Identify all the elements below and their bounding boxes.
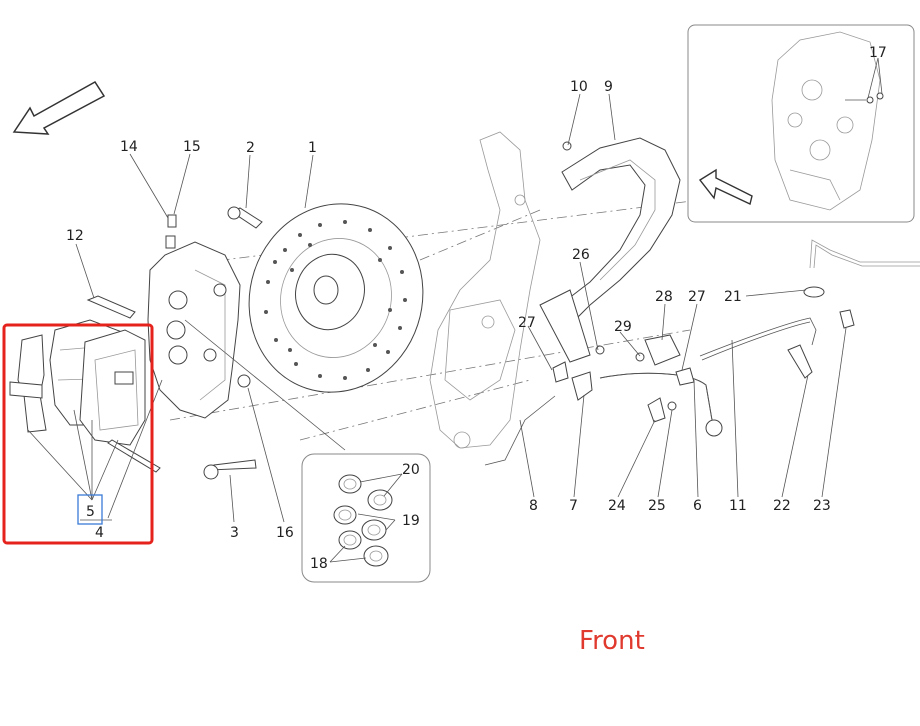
pad-highlight-box <box>2 323 154 545</box>
part-labels: 1 2 14 15 12 10 9 17 26 28 27 21 27 29 8… <box>66 45 887 572</box>
brake-pad-assembly <box>9 295 161 473</box>
part-label-1[interactable]: 1 <box>308 140 317 156</box>
part-label-8[interactable]: 8 <box>529 498 538 514</box>
part-label-6[interactable]: 6 <box>693 498 702 514</box>
part-label-4[interactable]: 4 <box>95 525 104 541</box>
front-annotation: Front <box>579 626 645 656</box>
caliper-detail-inset <box>687 24 915 223</box>
part-label-17[interactable]: 17 <box>869 45 887 61</box>
part-label-15[interactable]: 15 <box>183 139 201 155</box>
bolts <box>203 206 263 480</box>
part-label-23[interactable]: 23 <box>813 498 831 514</box>
direction-arrow-icon <box>12 81 106 135</box>
part-label-7[interactable]: 7 <box>569 498 578 514</box>
part-label-24[interactable]: 24 <box>608 498 626 514</box>
part-label-20[interactable]: 20 <box>402 462 420 478</box>
part-label-21[interactable]: 21 <box>724 289 742 305</box>
part-label-11[interactable]: 11 <box>729 498 747 514</box>
centerlines <box>159 199 701 441</box>
part-label-18[interactable]: 18 <box>310 556 328 572</box>
part-label-16[interactable]: 16 <box>276 525 294 541</box>
part-label-9[interactable]: 9 <box>604 79 613 95</box>
brake-caliper <box>147 214 251 419</box>
part-label-22[interactable]: 22 <box>773 498 791 514</box>
part-label-12[interactable]: 12 <box>66 228 84 244</box>
steering-knuckle <box>429 131 541 449</box>
part-label-28[interactable]: 28 <box>655 289 673 305</box>
part-label-5[interactable]: 5 <box>86 504 95 520</box>
brake-disc <box>248 203 424 393</box>
part-label-19[interactable]: 19 <box>402 513 420 529</box>
part-label-29[interactable]: 29 <box>614 319 632 335</box>
part-label-2[interactable]: 2 <box>246 140 255 156</box>
part-label-10[interactable]: 10 <box>570 79 588 95</box>
part-label-27-right[interactable]: 27 <box>688 289 706 305</box>
part-label-14[interactable]: 14 <box>120 139 138 155</box>
part-label-27-left[interactable]: 27 <box>518 315 536 331</box>
part-label-3[interactable]: 3 <box>230 525 239 541</box>
dust-shield <box>539 137 681 363</box>
selected-part-box <box>77 494 103 525</box>
brake-hoses <box>484 239 920 466</box>
part-label-25[interactable]: 25 <box>648 498 666 514</box>
part-label-26[interactable]: 26 <box>572 247 590 263</box>
